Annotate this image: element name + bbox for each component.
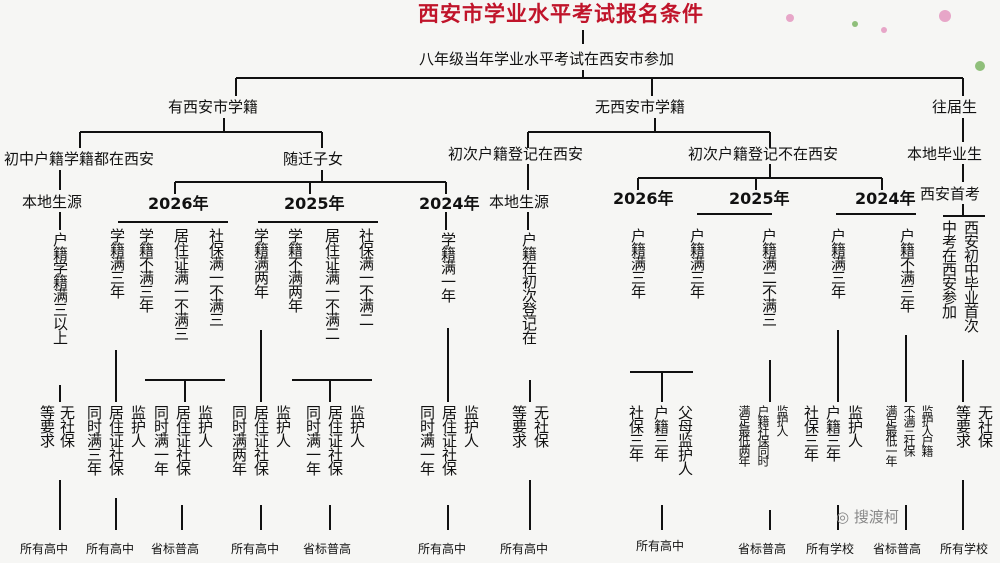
result-label: 省标普高 [303, 542, 352, 556]
first-not: 初次户籍登记不在西安 [688, 145, 839, 163]
cond-text: 等要求 [510, 405, 528, 447]
cond-text: 户籍三年 [824, 405, 842, 461]
cond-text: 同时满两年 [230, 405, 248, 475]
year-label: 2025年 [729, 189, 790, 208]
req-text: 学籍满一年 [439, 232, 457, 302]
year-label: 2026年 [148, 194, 209, 213]
cond-text: 监护人 [846, 405, 864, 447]
req-text: 中考在西安参加 [940, 220, 958, 318]
watermark-logo: ◎ 搜渡柯 [836, 506, 899, 527]
result-label: 省标普高 [738, 542, 787, 556]
result-label: 所有高中 [231, 542, 280, 556]
req-text: 户籍在初次登记在 [520, 232, 538, 344]
cond-text: 无社保 [532, 405, 550, 447]
first-xa: 初次户籍登记在西安 [448, 145, 584, 163]
cond-text: 居住证社保 [326, 405, 344, 475]
branch-none: 无西安市学籍 [595, 98, 686, 116]
result-label: 省标普高 [873, 542, 922, 556]
cond-text: 无社保 [58, 405, 76, 447]
req-text: 学籍不满三年 [137, 228, 155, 312]
req-text: 户籍不满三年 [898, 228, 916, 312]
local-src: 本地生源 [22, 193, 83, 211]
local-both: 初中户籍学籍都在西安 [4, 150, 155, 168]
branch-past: 往届生 [932, 98, 978, 116]
req-text: 学籍满三年 [108, 228, 126, 298]
branch-has: 有西安市学籍 [168, 98, 259, 116]
xa-first: 西安首考 [920, 185, 981, 203]
cond-text: 父母监护人 [676, 405, 694, 475]
result-label: 所有高中 [20, 542, 69, 556]
local-src: 本地生源 [489, 193, 550, 211]
cond-text: 户籍社保同时 [756, 405, 770, 465]
cond-text: 监护人 [274, 405, 292, 447]
result-label: 所有学校 [806, 542, 855, 556]
cond-text: 监护人 [462, 405, 480, 447]
logo-text: 搜渡柯 [853, 508, 899, 526]
cond-text: 社保三年 [802, 405, 820, 461]
req-text: 居住证满一不满三 [172, 228, 190, 340]
wechat-icon: ◎ [836, 508, 850, 526]
year-label: 2024年 [855, 189, 916, 208]
cond-text: 居住证社保 [252, 405, 270, 475]
cond-text: 户籍三年 [652, 405, 670, 461]
cond-text: 满足最低一年 [884, 405, 898, 465]
req-text: 学籍不满两年 [286, 228, 304, 312]
migrant: 随迁子女 [283, 150, 344, 168]
req-text: 社保满一不满三 [207, 228, 225, 326]
page-title: 西安市学业水平考试报名条件 [418, 2, 704, 26]
cond-text: 同时满一年 [152, 405, 170, 475]
year-label: 2025年 [284, 194, 345, 213]
cond-text: 同时满一年 [304, 405, 322, 475]
cond-text: 监护人 [129, 405, 147, 447]
cond-text: 监护人 [775, 405, 789, 435]
star-decoration [786, 10, 951, 33]
year-label: 2024年 [419, 194, 480, 213]
cond-text: 等要求 [954, 405, 972, 447]
result-label: 所有高中 [86, 542, 135, 556]
cond-text: 居住证社保 [107, 405, 125, 475]
local-grad: 本地毕业生 [907, 145, 983, 163]
cond-text: 同时满三年 [85, 405, 103, 475]
req-text: 社保满一不满二 [357, 228, 375, 326]
req-text: 户籍满二不满三 [760, 228, 778, 326]
subtitle: 八年级当年学业水平考试在西安市参加 [419, 50, 675, 68]
result-label: 所有高中 [418, 542, 467, 556]
cond-text: 等要求 [38, 405, 56, 447]
cond-text: 监护人 [196, 405, 214, 447]
result-label: 所有学校 [940, 542, 989, 556]
result-label: 所有高中 [636, 539, 685, 553]
cond-text: 监护人户籍 [920, 405, 934, 455]
cond-text: 满足最低两年 [737, 405, 751, 465]
req-text: 居住证满一不满二 [323, 228, 341, 340]
req-text: 户籍满三年 [688, 228, 706, 298]
result-label: 所有高中 [500, 542, 549, 556]
req-text: 学籍满两年 [252, 228, 270, 298]
req-text: 户籍满三年 [629, 228, 647, 298]
cond-text: 居住证社保 [440, 405, 458, 475]
cond-text: 不满三社保 [902, 405, 916, 455]
cond-text: 监护人 [348, 405, 366, 447]
year-label: 2026年 [613, 189, 674, 208]
result-label: 省标普高 [151, 542, 200, 556]
req-text: 户籍学籍满三以上 [51, 232, 69, 344]
req-text: 西安初中毕业首次 [962, 220, 980, 332]
cond-text: 社保三年 [627, 405, 645, 461]
req-text: 户籍满三年 [829, 228, 847, 298]
cond-text: 同时满一年 [418, 405, 436, 475]
cond-text: 居住证社保 [174, 405, 192, 475]
cond-text: 无社保 [976, 405, 994, 447]
